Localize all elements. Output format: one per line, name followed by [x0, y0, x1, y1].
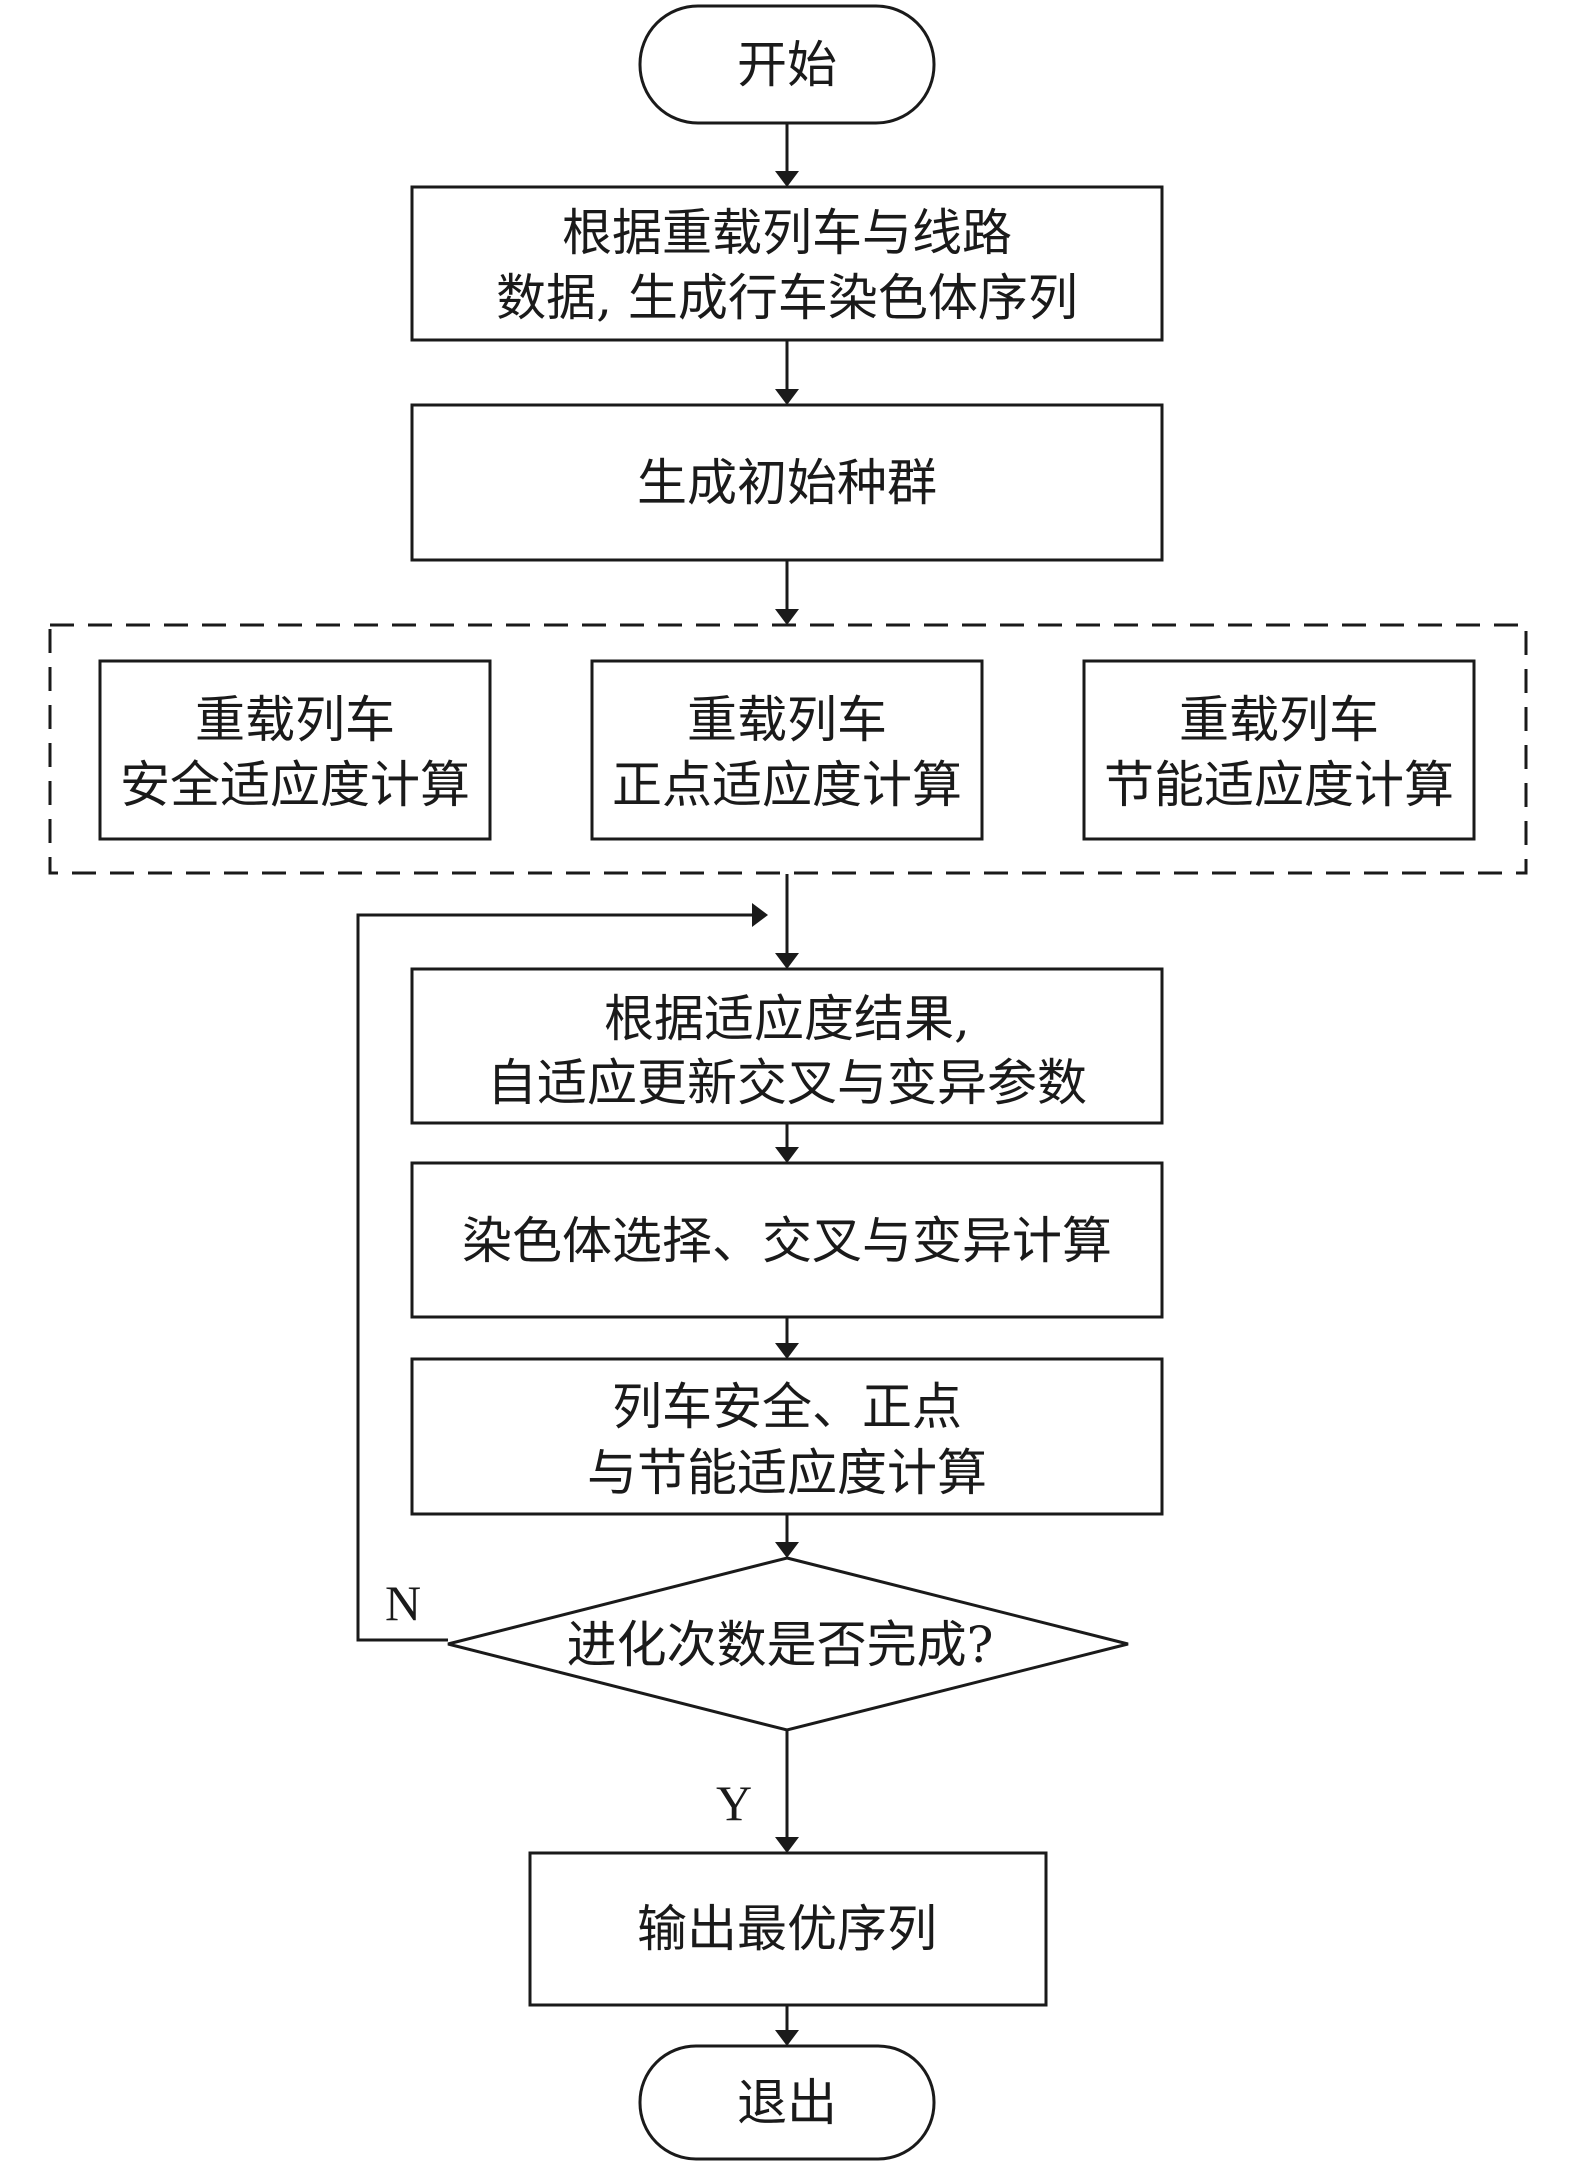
punctuality-fitness-node: 重载列车 正点适应度计算 — [590, 659, 984, 841]
output-box — [528, 1851, 1048, 2007]
exit-node: 退出 — [638, 2044, 936, 2161]
start-node: 开始 — [638, 4, 936, 125]
exit-terminator-shape — [638, 2044, 936, 2161]
arrowhead-icon — [775, 2030, 799, 2046]
arrowhead-icon — [775, 171, 799, 187]
safety-fitness-box — [98, 659, 492, 841]
adaptive-update-box — [410, 967, 1164, 1125]
energy-fitness-box — [1082, 659, 1476, 841]
arrowhead-icon — [775, 1837, 799, 1853]
energy-fitness-node: 重载列车 节能适应度计算 — [1082, 659, 1476, 841]
arrowhead-icon — [775, 1147, 799, 1163]
gen-chromosome-line-2: 数据, 生成行车染色体序列 — [496, 269, 1078, 327]
fitness-calc-line-1: 列车安全、正点 — [612, 1378, 962, 1436]
punctuality-fitness-line-2: 正点适应度计算 — [612, 756, 962, 814]
gen-chromosome-node: 根据重载列车与线路 数据, 生成行车染色体序列 — [410, 185, 1164, 342]
gen-chromosome-box — [410, 185, 1164, 342]
connectors — [356, 124, 799, 2046]
safety-fitness-line-2: 安全适应度计算 — [120, 756, 470, 814]
init-population-node: 生成初始种群 — [410, 403, 1164, 562]
output-label: 输出最优序列 — [637, 1900, 937, 1958]
arrowhead-icon — [775, 609, 799, 625]
edge-label-no: N — [385, 1575, 421, 1631]
edge-label-yes: Y — [716, 1775, 752, 1831]
fitness-calc-line-2: 与节能适应度计算 — [587, 1444, 987, 1502]
fitness-group: 重载列车 安全适应度计算 重载列车 正点适应度计算 重载列车 节能适应度计算 — [48, 623, 1528, 875]
safety-fitness-line-1: 重载列车 — [195, 691, 395, 749]
exit-label: 退出 — [737, 2074, 837, 2132]
fitness-calc-node: 列车安全、正点 与节能适应度计算 — [410, 1357, 1164, 1516]
arrowhead-icon — [775, 1343, 799, 1359]
punctuality-fitness-box — [590, 659, 984, 841]
output-node: 输出最优序列 — [528, 1851, 1048, 2007]
fitness-calc-box — [410, 1357, 1164, 1516]
selection-crossover-label: 染色体选择、交叉与变异计算 — [462, 1212, 1112, 1270]
gen-chromosome-line-1: 根据重载列车与线路 — [562, 204, 1012, 262]
energy-fitness-line-1: 重载列车 — [1179, 691, 1379, 749]
safety-fitness-node: 重载列车 安全适应度计算 — [98, 659, 492, 841]
punctuality-fitness-line-1: 重载列车 — [687, 691, 887, 749]
selection-crossover-box — [410, 1161, 1164, 1319]
decision-diamond-shape — [447, 1556, 1129, 1732]
energy-fitness-line-2: 节能适应度计算 — [1104, 756, 1454, 814]
start-terminator-shape — [638, 4, 936, 125]
arrow-no-loop — [356, 913, 766, 1642]
arrowhead-icon — [775, 1542, 799, 1558]
fitness-group-dashed-border — [48, 623, 1528, 875]
init-population-box — [410, 403, 1164, 562]
start-label: 开始 — [737, 36, 837, 94]
decision-node: 进化次数是否完成? — [447, 1556, 1129, 1732]
adaptive-update-line-2: 自适应更新交叉与变异参数 — [487, 1054, 1087, 1112]
init-population-label: 生成初始种群 — [637, 454, 937, 512]
decision-label: 进化次数是否完成? — [567, 1616, 994, 1674]
arrowhead-icon — [752, 903, 768, 927]
arrowhead-icon — [775, 389, 799, 405]
adaptive-update-node: 根据适应度结果, 自适应更新交叉与变异参数 — [410, 967, 1164, 1125]
arrowhead-icon — [775, 953, 799, 969]
adaptive-update-line-1: 根据适应度结果, — [604, 990, 970, 1048]
selection-crossover-node: 染色体选择、交叉与变异计算 — [410, 1161, 1164, 1319]
